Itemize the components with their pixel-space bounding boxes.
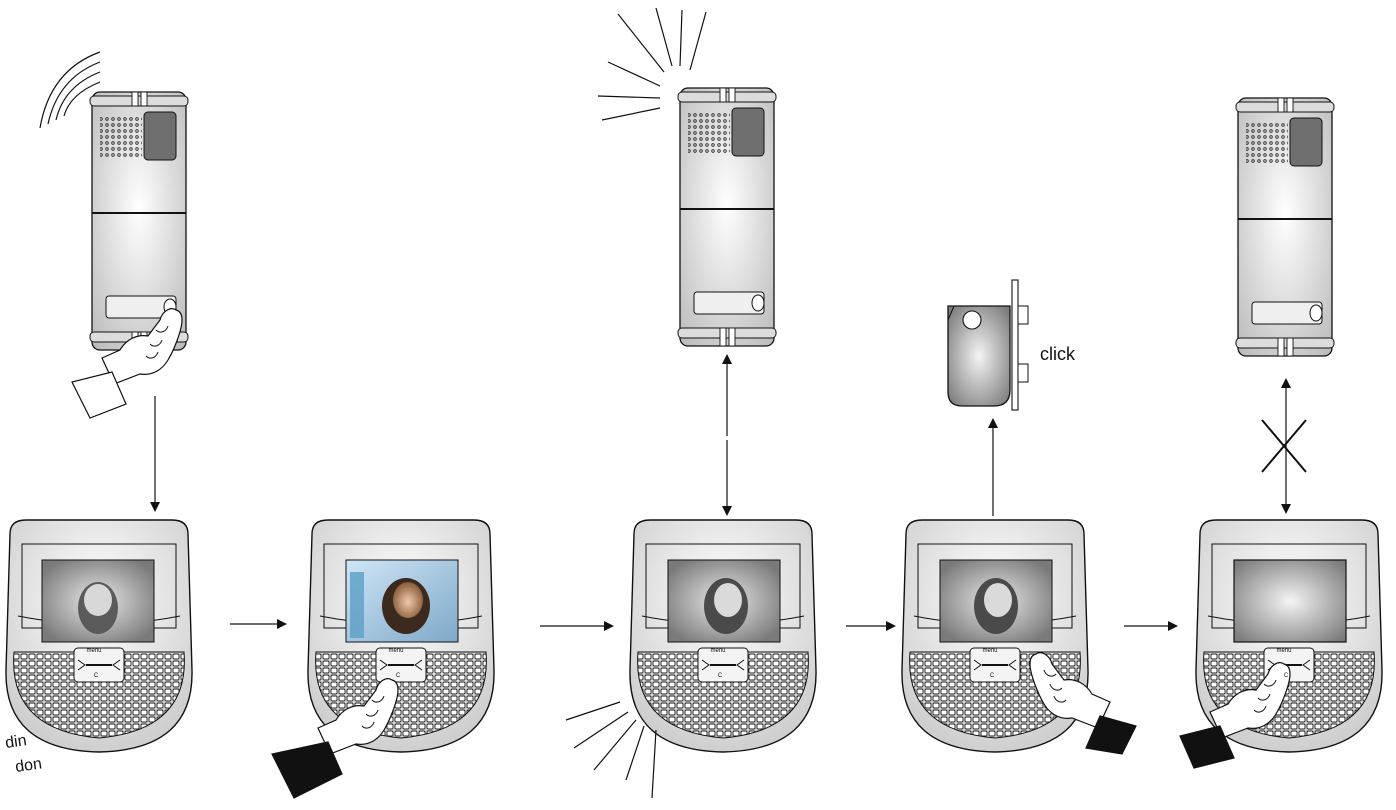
hand-icon [71,308,183,419]
svg-text:C: C [396,673,401,679]
door-panel-3 [1235,97,1335,357]
svg-text:menu: menu [86,648,101,654]
svg-text:C: C [1284,673,1289,679]
hand-icon [271,678,399,799]
blocked-cross-icon [1261,419,1307,473]
sound-waves-icon [597,7,707,121]
monitor-1 [4,519,194,753]
monitor-5 [1194,519,1384,753]
monitor-key-labels: menu C menu C menu C menu C menu C [86,648,1291,679]
hand-icon [1179,662,1291,769]
door-lock-icon [947,279,1029,411]
sound-waves-icon [39,51,101,129]
svg-text:menu: menu [388,648,403,654]
svg-text:C: C [94,673,99,679]
don-label: don [14,755,43,776]
svg-text:menu: menu [710,648,725,654]
svg-text:C: C [990,673,995,679]
hand-icon [1029,652,1137,755]
monitor-3 [628,519,818,753]
svg-text:menu: menu [982,648,997,654]
door-panel-2 [677,87,777,347]
sound-waves-icon [565,701,657,799]
monitor-2 [306,519,496,753]
svg-text:C: C [718,673,723,679]
din-label: din [4,732,28,752]
click-label: click [1040,344,1076,364]
svg-text:menu: menu [1276,648,1291,654]
monitor-4 [900,519,1090,753]
